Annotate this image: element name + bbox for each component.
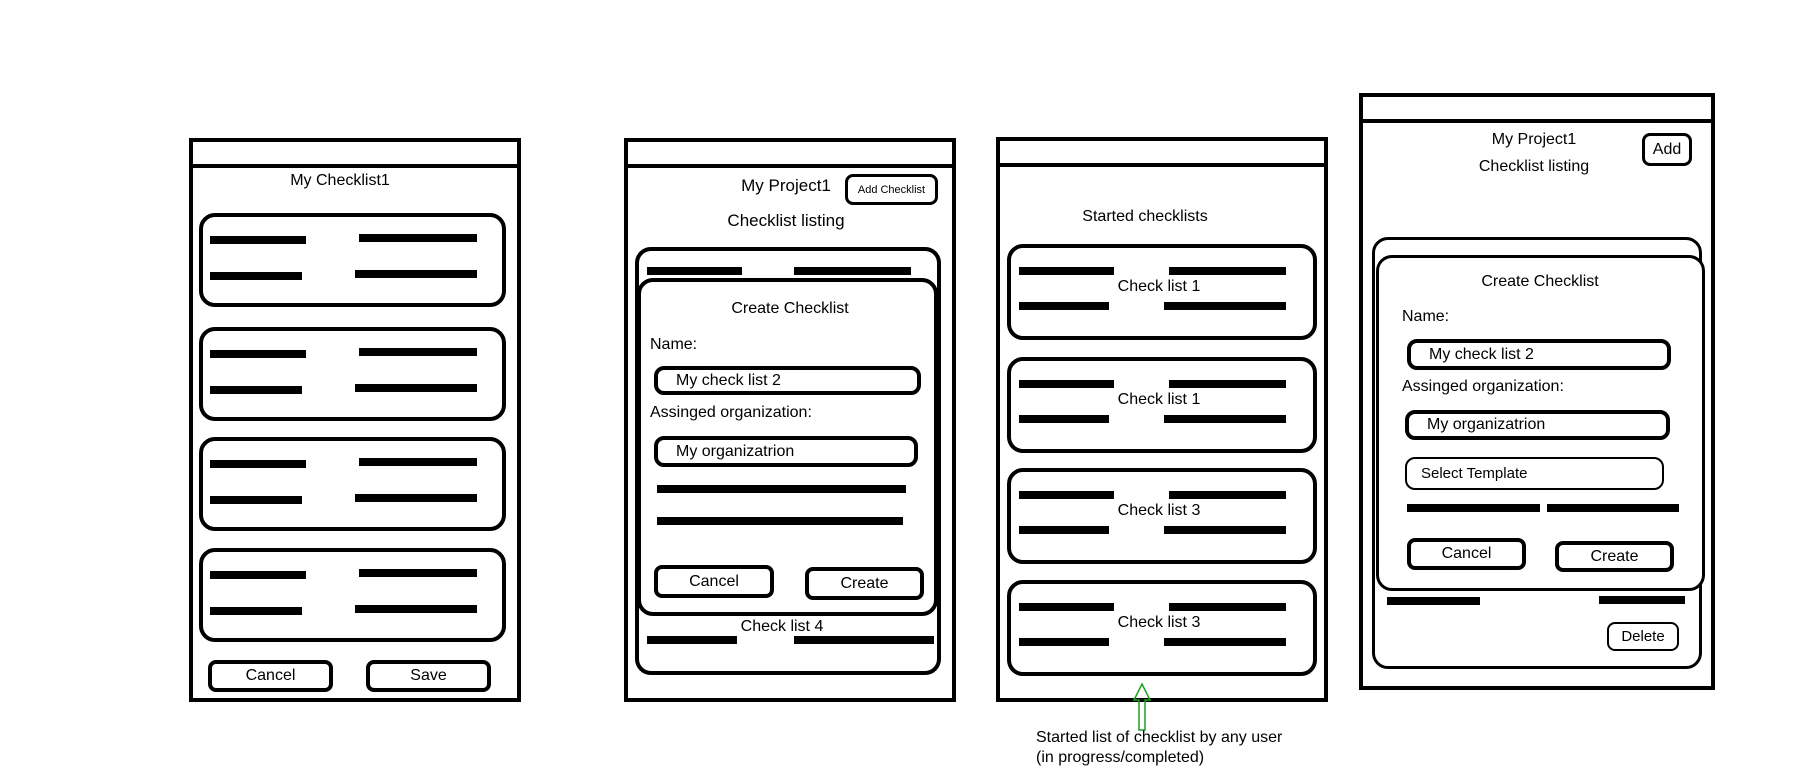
name-label: Name: (650, 336, 698, 353)
create-button[interactable]: Create (1555, 541, 1674, 572)
placeholder-line (1547, 504, 1679, 512)
started-checklist-card[interactable]: Check list 1 (1007, 357, 1317, 453)
placeholder-line (1407, 504, 1540, 512)
placeholder-line (1599, 596, 1685, 604)
title-bar (628, 142, 952, 168)
organization-label: Assinged organization: (650, 404, 812, 421)
checklist-card[interactable] (199, 437, 506, 531)
organization-input[interactable]: My organizatrion (654, 436, 918, 467)
arrow-up-icon (1132, 682, 1152, 731)
placeholder-line (657, 517, 903, 525)
title-bar (193, 142, 517, 168)
screen-title: Started checklists (1082, 208, 1208, 225)
checklist-name: Check list 1 (1117, 391, 1201, 409)
placeholder-line (657, 485, 906, 493)
checklist-card[interactable] (199, 548, 506, 642)
title-bar (1363, 97, 1711, 123)
checklist-card[interactable] (199, 213, 506, 307)
name-label: Name: (1402, 308, 1450, 325)
started-checklist-card[interactable]: Check list 1 (1007, 244, 1317, 340)
cancel-button[interactable]: Cancel (1407, 538, 1526, 570)
organization-label: Assinged organization: (1402, 378, 1564, 395)
name-input[interactable]: My check list 2 (654, 366, 921, 395)
screen-title: My Checklist1 (290, 172, 390, 189)
delete-button[interactable]: Delete (1607, 622, 1679, 651)
name-input[interactable]: My check list 2 (1407, 339, 1671, 370)
template-select[interactable]: Select Template (1405, 457, 1664, 490)
organization-input[interactable]: My organizatrion (1405, 410, 1670, 440)
save-button[interactable]: Save (366, 660, 491, 692)
checklist-name: Check list 3 (1117, 502, 1201, 520)
project-title: My Project1 (1491, 131, 1577, 148)
checklist-name: Check list 3 (1117, 614, 1201, 632)
title-bar (1000, 141, 1324, 167)
checklist-item: Check list 4 (740, 618, 824, 635)
placeholder-line (1387, 597, 1480, 605)
listing-subtitle: Checklist listing (1478, 158, 1590, 175)
project-title: My Project1 (741, 176, 831, 195)
cancel-button[interactable]: Cancel (208, 660, 333, 692)
add-checklist-button[interactable]: Add Checklist (845, 174, 938, 205)
started-checklist-card[interactable]: Check list 3 (1007, 468, 1317, 564)
dialog-title: Create Checklist (1481, 273, 1599, 290)
annotation-text: Started list of checklist by any user (i… (1036, 729, 1283, 766)
checklist-name: Check list 1 (1117, 278, 1201, 296)
create-button[interactable]: Create (805, 567, 924, 600)
started-checklist-card[interactable]: Check list 3 (1007, 580, 1317, 676)
checklist-card[interactable] (199, 327, 506, 421)
add-button[interactable]: Add (1642, 133, 1692, 166)
dialog-title: Create Checklist (731, 300, 849, 317)
cancel-button[interactable]: Cancel (654, 565, 774, 598)
listing-subtitle: Checklist listing (727, 211, 845, 230)
